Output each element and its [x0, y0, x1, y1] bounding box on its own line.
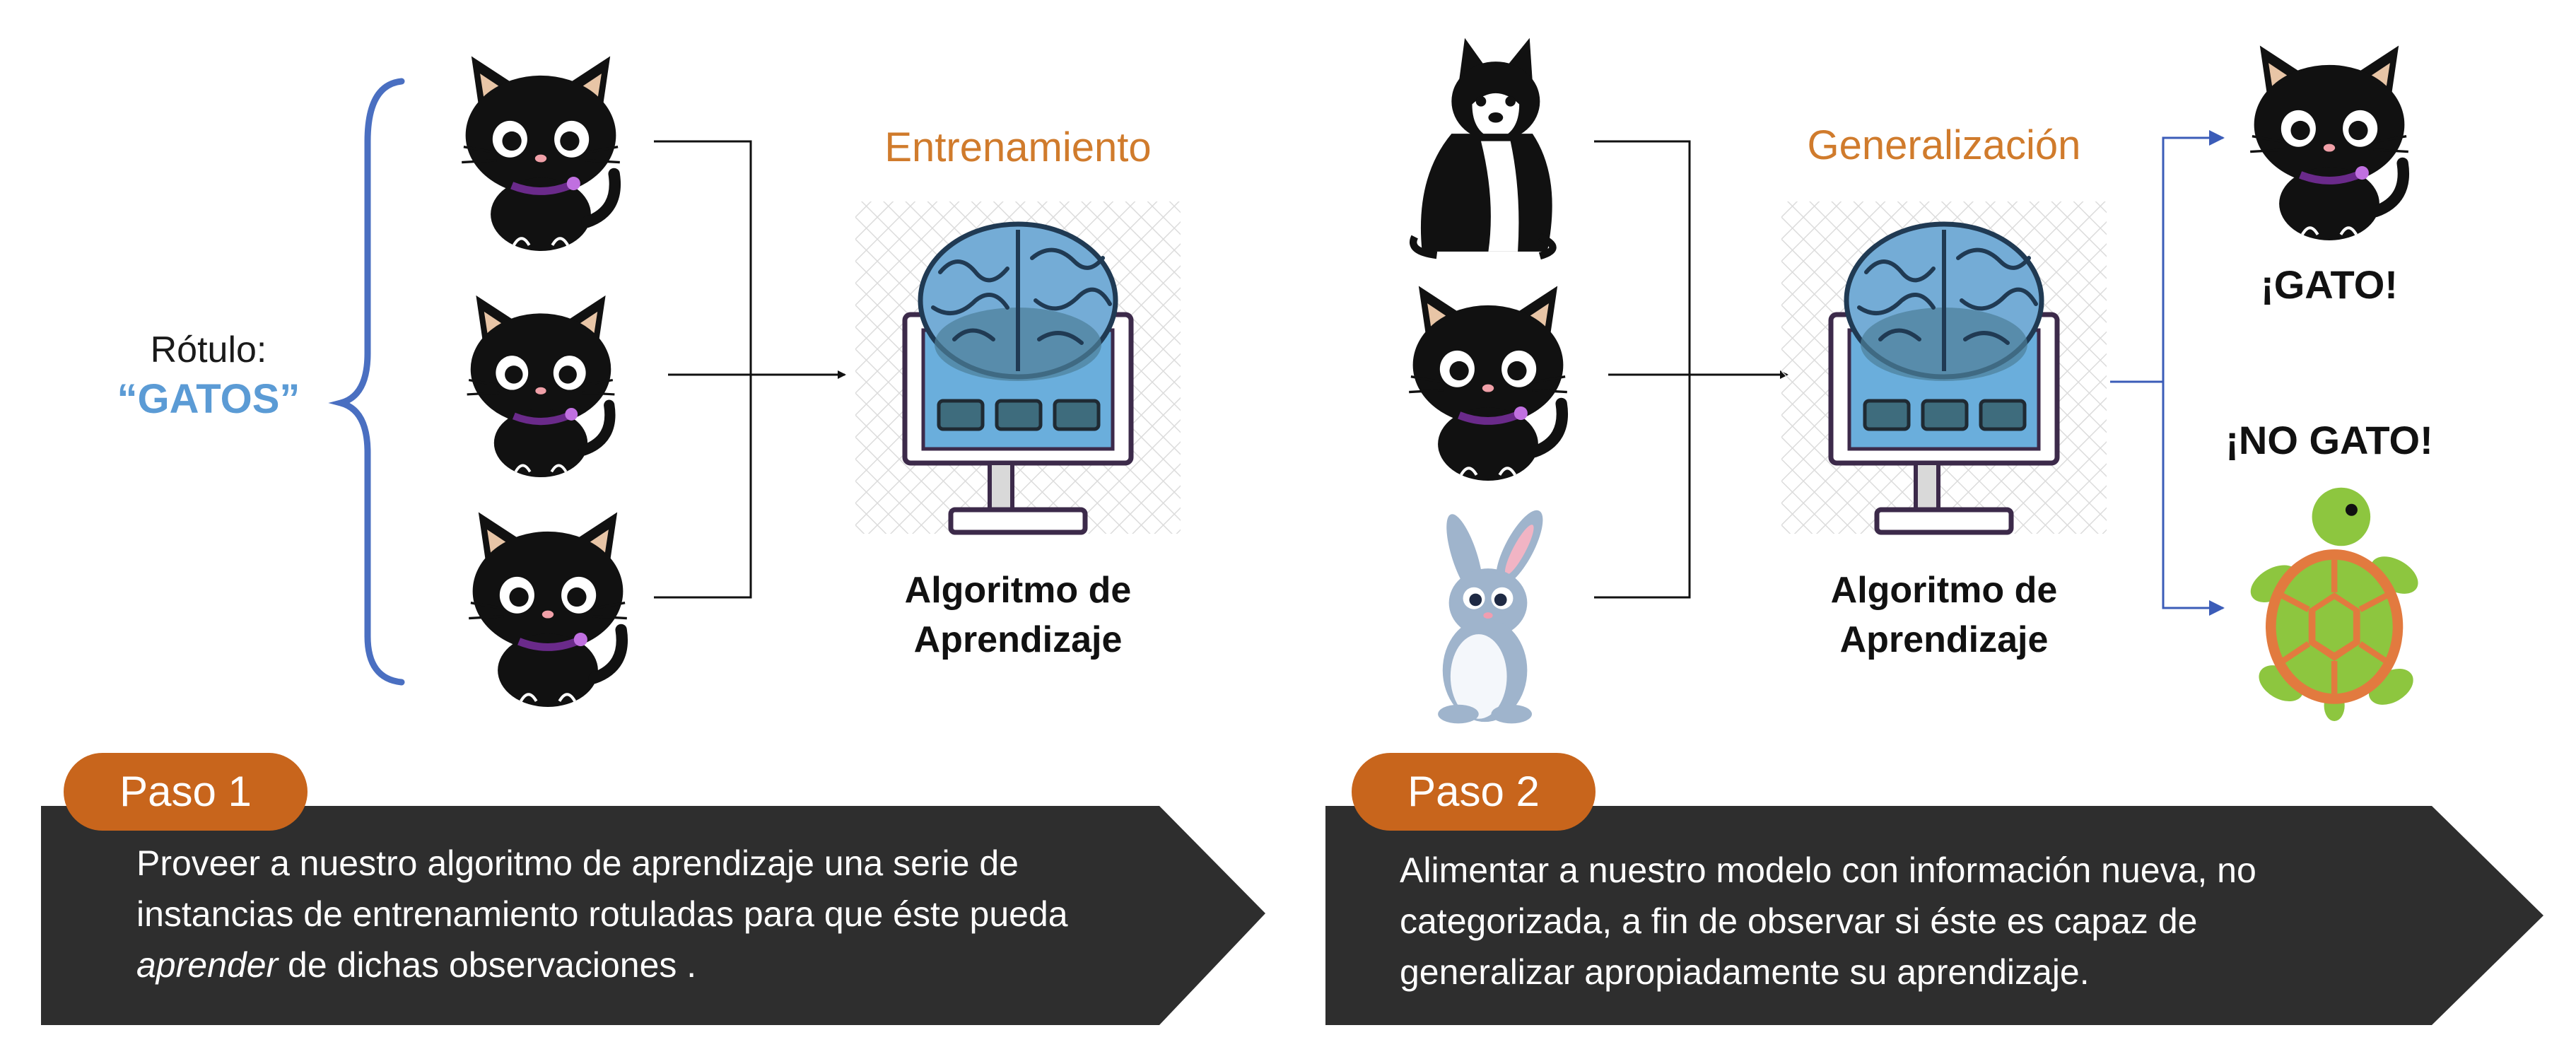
- cat-icon: [1409, 286, 1567, 481]
- step2-banner: [1325, 806, 2543, 1025]
- label-text: Rótulo: “GATOS”: [92, 325, 325, 424]
- connector-lines: [1594, 140, 1787, 599]
- step1-banner: [41, 806, 1265, 1025]
- step1-badge: [64, 753, 308, 831]
- result-cat: ¡GATO!: [2261, 262, 2398, 307]
- cat-icon: [467, 296, 615, 477]
- step2-description: Alimentar a nuestro modelo con informaci…: [1400, 850, 2256, 992]
- label-value: “GATOS”: [117, 376, 300, 422]
- result-not-cat: ¡NO GATO!: [2225, 418, 2433, 462]
- brain-computer-icon: [855, 201, 1181, 534]
- brain-computer-icon: [1781, 201, 2107, 534]
- step1-badge-label: Paso 1: [119, 768, 252, 815]
- turtle-icon: [2244, 488, 2425, 721]
- step1-description: Proveer a nuestro algoritmo de aprendiza…: [136, 843, 1068, 985]
- cat-icon: [462, 57, 620, 251]
- dog-icon: [1413, 38, 1552, 256]
- algorithm-caption: Algoritmo de Aprendizaje: [1830, 570, 2058, 660]
- output-branch-line: [2162, 382, 2225, 616]
- step2-badge-label: Paso 2: [1407, 768, 1540, 815]
- cat-icon: [469, 513, 627, 707]
- rabbit-icon: [1438, 509, 1552, 724]
- training-title: Entrenamiento: [884, 124, 1152, 170]
- cat-icon: [2250, 46, 2408, 240]
- algorithm-caption: Algoritmo de Aprendizaje: [904, 570, 1132, 660]
- generalization-title: Generalización: [1807, 122, 2081, 168]
- connector-lines: [654, 140, 845, 599]
- output-branch-line: [2110, 130, 2225, 383]
- brace: [328, 78, 405, 686]
- step2-badge: [1352, 753, 1596, 831]
